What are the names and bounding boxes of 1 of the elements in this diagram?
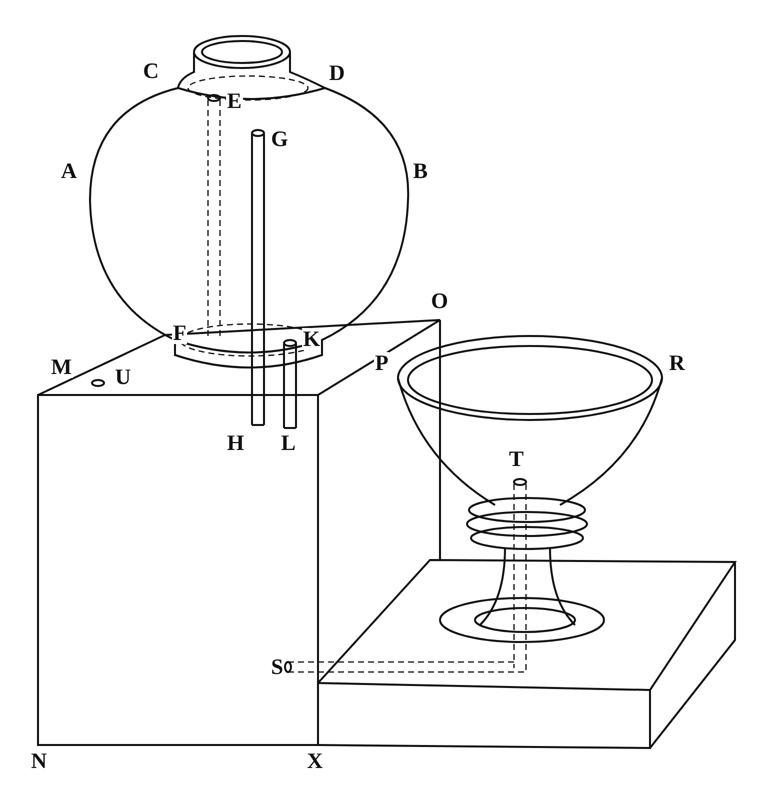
callout-letter: K [302, 328, 322, 350]
